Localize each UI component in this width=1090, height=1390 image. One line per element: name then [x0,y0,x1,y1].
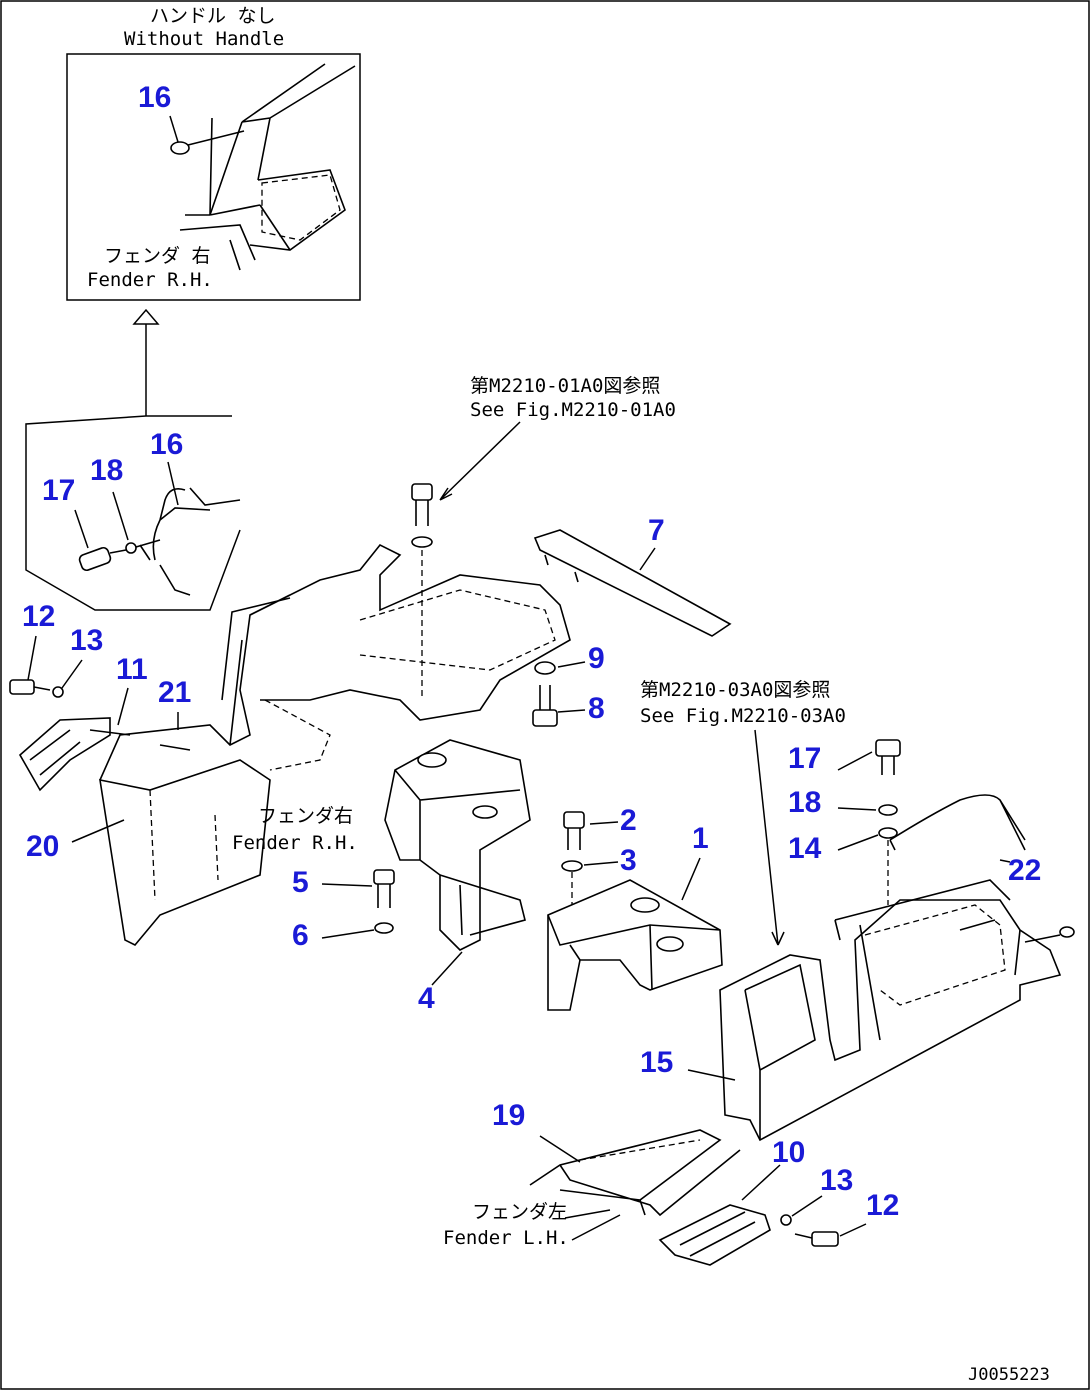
inset-fender-jp: フェンダ 右 [104,245,210,267]
inset-fender-en: Fender R.H. [87,269,213,291]
drawing-code: J0055223 [968,1365,1050,1385]
bolt-5 [373,869,395,908]
callout-13-right: 13 [820,1164,853,1197]
washer-13-right [780,1214,792,1226]
callout-12-right: 12 [866,1189,899,1222]
callout-17-right: 17 [788,742,821,775]
bolt-top [411,483,433,700]
handle-detail [78,487,241,596]
pin-22 [1059,926,1075,938]
callout-4: 4 [418,982,435,1015]
callout-22: 22 [1008,854,1041,887]
washer-18-right [878,804,898,816]
callout-1: 1 [692,822,709,855]
fender-rh-label-jp: フェンダ右 [258,805,353,827]
callout-3: 3 [620,844,637,877]
callout-17-left: 17 [42,474,75,507]
callout-14: 14 [788,832,822,865]
callout-2: 2 [620,804,637,837]
inset-title-jp: ハンドル なし [150,5,275,27]
reference-1-jp: 第M2210-01A0図参照 [470,375,660,397]
reference-2-jp: 第M2210-03A0図参照 [640,679,830,701]
washer-6 [374,922,394,934]
fender-lh-label-jp: フェンダ左 [472,1201,567,1223]
callout-7: 7 [648,514,665,547]
reference-1-en: See Fig.M2210-01A0 [470,399,676,421]
callout-10: 10 [772,1136,805,1169]
washer-9 [534,661,556,675]
inset-title-en: Without Handle [124,28,284,50]
callout-16-left: 16 [150,428,183,461]
callout-8: 8 [588,692,605,725]
bolt-12-right [794,1231,839,1247]
callout-5: 5 [292,866,309,899]
callout-15: 15 [640,1046,673,1079]
reference-2-en: See Fig.M2210-03A0 [640,705,846,727]
inset-fender-drawing [170,63,356,271]
bracket-4 [384,739,531,951]
callout-13-left: 13 [70,624,103,657]
callout-9: 9 [588,642,605,675]
washer-13-left [52,686,64,698]
callout-19: 19 [492,1099,525,1132]
fender-rh-label-en: Fender R.H. [232,832,358,854]
callout-12-left: 12 [22,600,55,633]
bolt-12-left [9,679,51,695]
fender-lh-label-en: Fender L.H. [443,1227,569,1249]
callout-6: 6 [292,919,309,952]
bolt-8 [532,685,558,727]
callout-18-right: 18 [788,786,821,819]
callout-21: 21 [158,676,191,709]
inset-frame [66,53,361,301]
washer-3 [561,860,583,872]
fender-lh-drawing [529,794,1062,1266]
washer-14 [878,827,898,839]
bar-7 [533,529,732,637]
bracket-1 [547,879,723,1011]
inset-pointer-arrow [132,308,160,416]
bolt-2 [563,811,585,850]
callout-20: 20 [26,830,59,863]
callout-16-inset: 16 [138,81,171,114]
bolt-17-right [875,739,901,775]
callout-18-left: 18 [90,454,123,487]
callout-11-left: 11 [116,653,148,686]
fender-rh-drawing [18,543,571,946]
